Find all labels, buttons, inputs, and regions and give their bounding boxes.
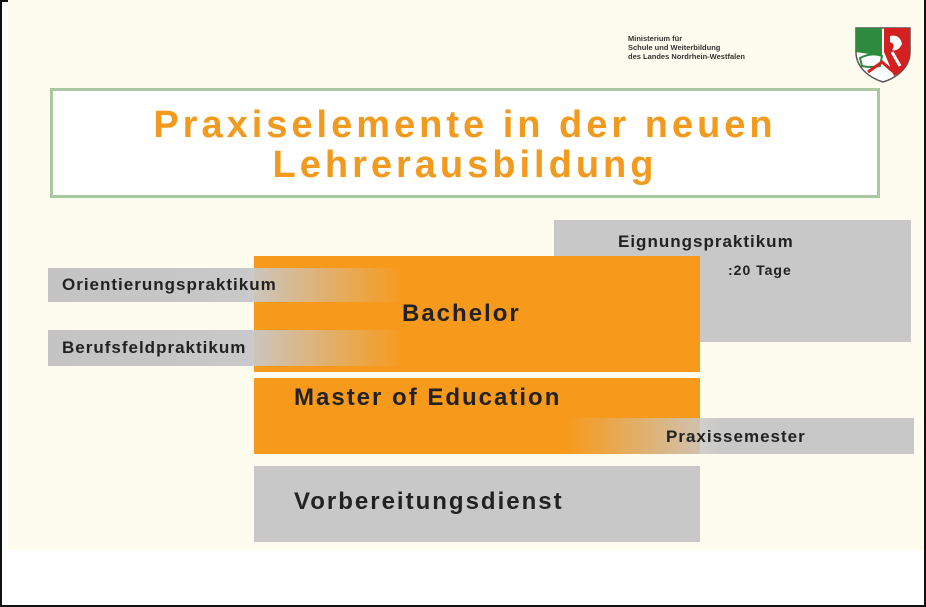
orientierungspraktikum-label: Orientierungspraktikum [62, 275, 277, 294]
ministry-line-1: Ministerium für [628, 34, 683, 43]
vorbereitungsdienst-label: Vorbereitungsdienst [294, 488, 564, 515]
state-crest-icon [855, 27, 911, 83]
title-box: Praxiselemente in der neuen Lehrerausbil… [50, 88, 880, 198]
berufsfeldpraktikum-block: Berufsfeldpraktikum [48, 330, 403, 366]
vorbereitungsdienst-block: Vorbereitungsdienst [254, 466, 700, 542]
berufsfeldpraktikum-label: Berufsfeldpraktikum [62, 338, 247, 357]
bachelor-label: Bachelor [402, 300, 521, 327]
orientierungspraktikum-block: Orientierungspraktikum [48, 268, 403, 302]
praxissemester-block: Praxissemester [568, 418, 914, 454]
praxissemester-label: Praxissemester [666, 427, 806, 446]
master-label: Master of Education [294, 384, 562, 411]
ministry-line-2: Schule und Weiterbildung [628, 43, 721, 52]
title-line-2: Lehrerausbildung [272, 144, 658, 186]
eignungspraktikum-duration: :20 Tage [728, 262, 792, 278]
ministry-line-3: des Landes Nordrhein-Westfalen [628, 52, 745, 61]
eignungspraktikum-label: Eignungspraktikum [618, 232, 794, 251]
slide: Ministerium für Schule und Weiterbildung… [8, 0, 924, 550]
title-line-1: Praxiselemente in der neuen [153, 104, 777, 146]
ministry-text: Ministerium für Schule und Weiterbildung… [628, 34, 838, 61]
